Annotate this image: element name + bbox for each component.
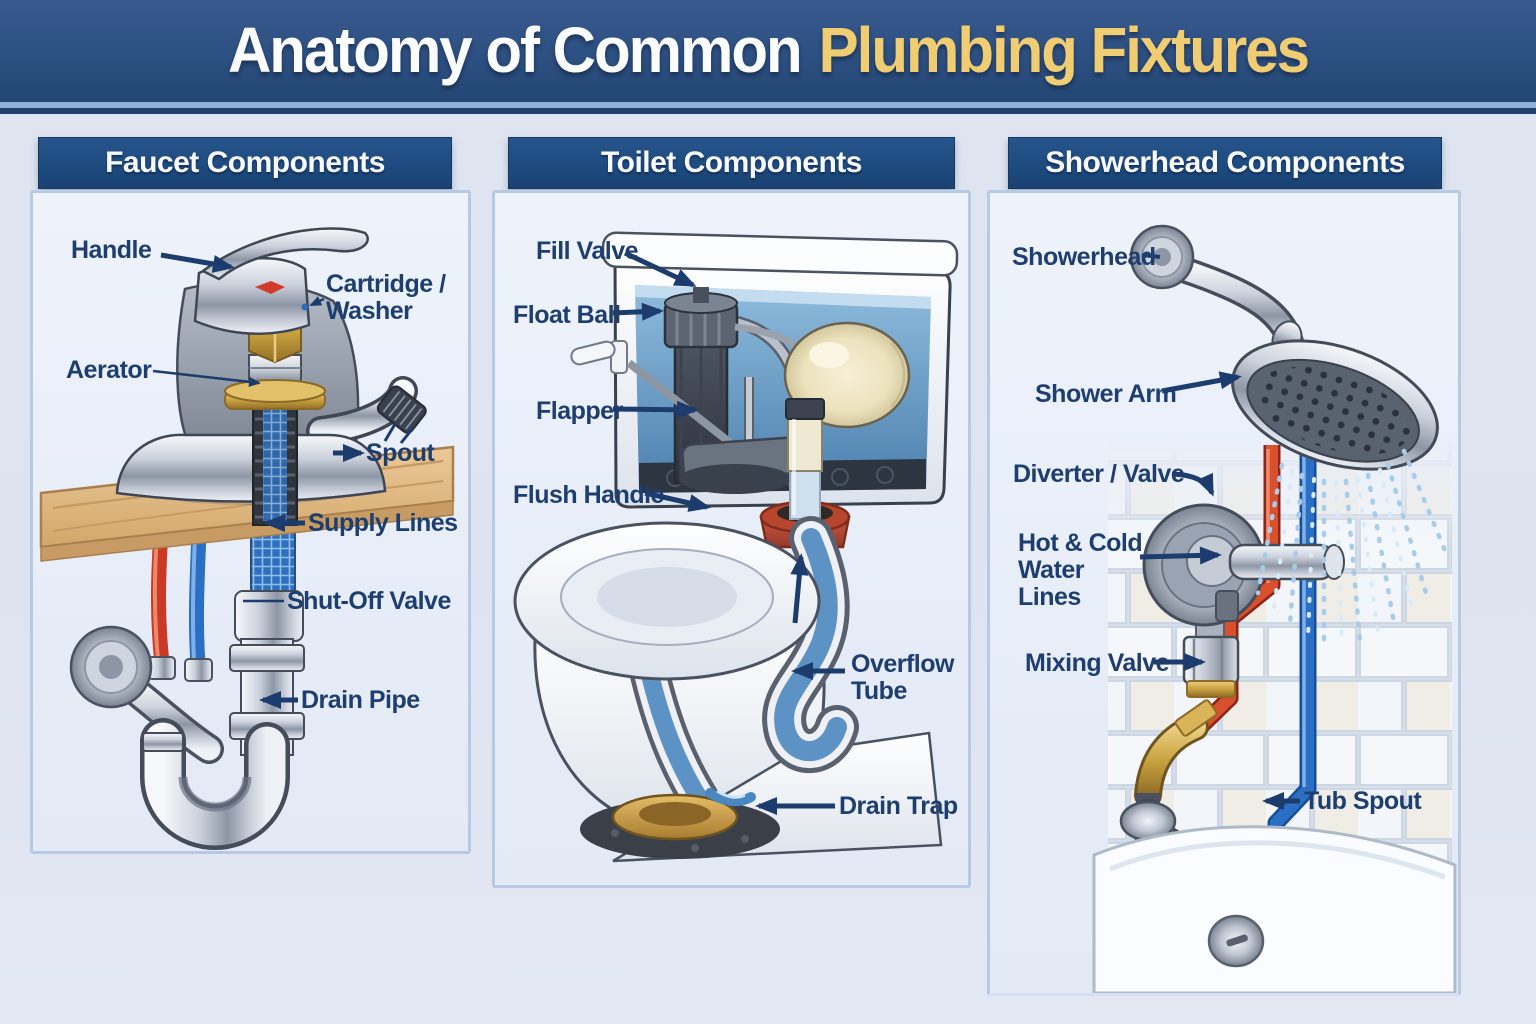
- faucet-panel: Handle Cartridge / Washer Aerator Spout …: [30, 190, 471, 854]
- label-diverter-valve: Diverter / Valve: [1013, 460, 1185, 488]
- shower-leader-arrows: [1139, 253, 1300, 810]
- toilet-illustration: [513, 231, 959, 863]
- shower-valve: [1142, 503, 1345, 627]
- shower-panel: Showerhead Shower Arm Diverter / Valve H…: [987, 190, 1461, 996]
- faucet-illustration: [39, 227, 455, 850]
- faucet-handle: [193, 227, 369, 335]
- label-drain-trap: Drain Trap: [839, 792, 958, 820]
- label-flush-handle: Flush Handle: [513, 481, 664, 509]
- aerator-tip: [376, 385, 427, 434]
- label-hot-cold-water-lines: Hot & Cold Water Lines: [1018, 529, 1143, 611]
- shower-arm-and-head: [1129, 224, 1439, 471]
- label-supply-lines: Supply Lines: [308, 509, 458, 537]
- faucet-leader-arrows: [152, 252, 415, 709]
- shower-section-header: Showerhead Components: [1008, 137, 1442, 189]
- toilet-leader-arrows: [612, 250, 845, 815]
- page-title-highlight: Plumbing Fixtures: [818, 14, 1310, 86]
- label-overflow-tube: Overflow Tube: [851, 650, 954, 705]
- banner-accent-light: [0, 102, 1536, 108]
- label-cartridge-washer: Cartridge / Washer: [326, 270, 446, 325]
- label-shut-off-valve: Shut-Off Valve: [287, 587, 451, 615]
- toilet-bowl: [513, 516, 943, 863]
- page-banner: Anatomy of Common Plumbing Fixtures: [0, 0, 1536, 102]
- label-tub-spout: Tub Spout: [1304, 787, 1422, 815]
- label-showerhead: Showerhead: [1012, 243, 1156, 271]
- label-handle: Handle: [71, 236, 152, 264]
- label-fill-valve: Fill Valve: [536, 237, 639, 265]
- label-float-ball: Float Ball: [513, 301, 621, 329]
- shower-illustration: [1092, 224, 1457, 993]
- label-spout: Spout: [366, 439, 435, 467]
- label-shower-arm: Shower Arm: [1035, 380, 1177, 408]
- water-spray: [1255, 448, 1449, 651]
- faucet-section-header: Faucet Components: [38, 137, 452, 189]
- toilet-section-header: Toilet Components: [508, 137, 955, 189]
- page-title-prefix: Anatomy of Common: [227, 14, 803, 86]
- banner-accent-dark: [0, 108, 1536, 114]
- toilet-panel: Fill Valve Float Ball Flapper Flush Hand…: [492, 190, 971, 888]
- label-drain-pipe: Drain Pipe: [301, 686, 420, 714]
- under-sink-supply-tubes: [147, 523, 213, 682]
- wall-flange-and-p-trap: [69, 520, 305, 850]
- label-aerator: Aerator: [66, 356, 152, 384]
- bathtub: [1092, 825, 1457, 993]
- label-flapper: Flapper: [536, 397, 623, 425]
- label-mixing-valve: Mixing Valve: [1025, 649, 1170, 677]
